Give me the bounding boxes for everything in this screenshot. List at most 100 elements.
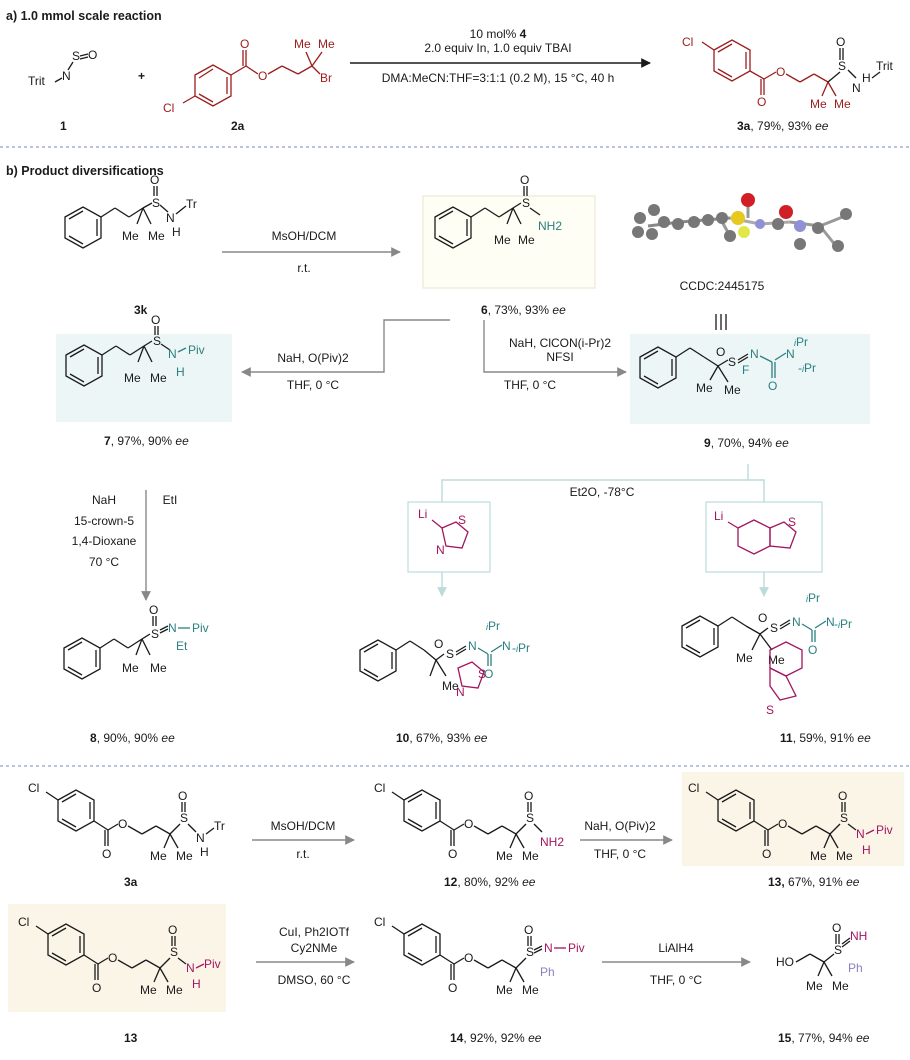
svg-text:THF, 0 °C: THF, 0 °C xyxy=(287,378,339,392)
svg-text:THF, 0 °C: THF, 0 °C xyxy=(504,378,556,392)
svg-text:O: O xyxy=(168,923,177,937)
svg-text:NH: NH xyxy=(850,929,867,943)
label-8: 8 xyxy=(90,731,97,745)
svg-text:Me: Me xyxy=(836,849,853,863)
svg-text:Me: Me xyxy=(810,97,827,111)
plus-sign: + xyxy=(138,69,145,83)
svg-text:O: O xyxy=(434,637,443,651)
label-11: 11 xyxy=(780,731,793,745)
section-b-title: b) Product diversifications xyxy=(6,164,164,178)
svg-text:S: S xyxy=(458,513,466,527)
svg-text:O: O xyxy=(150,173,159,187)
svg-text:N: N xyxy=(186,961,195,975)
svg-text:S: S xyxy=(180,811,188,825)
svg-text:Li: Li xyxy=(714,509,723,523)
svg-text:3a, 79%, 93% ee: 3a, 79%, 93% ee xyxy=(737,119,829,133)
svg-text:EtI: EtI xyxy=(163,493,178,507)
svg-text:Me: Me xyxy=(724,383,741,397)
svg-text:H: H xyxy=(192,977,201,991)
svg-text:N: N xyxy=(456,685,465,699)
label-2a: 2a xyxy=(231,119,245,133)
svg-text:O: O xyxy=(778,817,787,831)
compound-1: Trit N S O 1 xyxy=(28,48,97,133)
svg-text:O: O xyxy=(92,981,101,995)
reaction-arrow-14-15: LiAlH4 THF, 0 °C xyxy=(602,941,751,987)
svg-text:N: N xyxy=(436,543,445,557)
svg-text:H: H xyxy=(172,225,181,239)
svg-text:O: O xyxy=(118,817,127,831)
svg-text:N: N xyxy=(196,831,205,845)
reaction-arrow-7-8: NaH 15-crown-5 1,4-Dioxane 70 °C EtI xyxy=(72,490,178,601)
svg-text:S: S xyxy=(478,667,486,681)
reaction-arrow-3k-6: MsOH/DCM r.t. xyxy=(222,229,401,275)
svg-text:15, 77%, 94% ee: 15, 77%, 94% ee xyxy=(778,1031,870,1045)
svg-text:Me: Me xyxy=(150,849,167,863)
svg-text:O: O xyxy=(102,847,111,861)
svg-text:Et: Et xyxy=(176,639,188,653)
svg-text:-iPr: -iPr xyxy=(512,641,530,655)
svg-text:S: S xyxy=(526,945,534,959)
svg-text:Tr: Tr xyxy=(214,819,225,833)
label-6: 6 xyxy=(481,303,488,317)
svg-text:Piv: Piv xyxy=(876,823,893,837)
svg-text:Li: Li xyxy=(418,507,427,521)
svg-text:12, 80%, 92% ee: 12, 80%, 92% ee xyxy=(444,875,536,889)
svg-text:Me: Me xyxy=(768,653,785,667)
reaction-arrow-3a-12: MsOH/DCM r.t. xyxy=(252,819,355,861)
svg-text:S: S xyxy=(522,196,530,210)
svg-text:Me: Me xyxy=(834,97,851,111)
svg-text:Me: Me xyxy=(518,233,535,247)
svg-text:9, 70%, 94% ee: 9, 70%, 94% ee xyxy=(704,436,789,450)
svg-text:Cl: Cl xyxy=(163,101,174,115)
svg-text:S: S xyxy=(153,334,161,348)
svg-text:O: O xyxy=(716,345,725,359)
svg-text:Me: Me xyxy=(496,983,513,997)
svg-text:NaH, O(Piv)2: NaH, O(Piv)2 xyxy=(277,351,349,365)
reaction-arrow-13-14: CuI, Ph2IOTf Cy2NMe DMSO, 60 °C xyxy=(256,925,355,987)
svg-text:-iPr: -iPr xyxy=(798,361,816,375)
svg-text:THF, 0 °C: THF, 0 °C xyxy=(650,973,702,987)
svg-text:HO: HO xyxy=(776,955,794,969)
svg-text:Me: Me xyxy=(140,983,157,997)
compound-14: Cl O O Me Me S O N Piv Ph 14, 92%, 92% e… xyxy=(374,915,585,1045)
compound-3k: Me Me S O N H Tr 3k xyxy=(64,173,197,317)
svg-text:N: N xyxy=(786,347,795,361)
label-15: 15 xyxy=(778,1031,792,1045)
label-12: 12 xyxy=(444,875,458,889)
svg-text:Me: Me xyxy=(736,651,753,665)
reaction-arrow-a: 10 mol% 4 2.0 equiv In, 1.0 equiv TBAI D… xyxy=(350,27,651,85)
svg-text:N: N xyxy=(502,639,511,653)
reaction-arrow-12-13: NaH, O(Piv)2 THF, 0 °C xyxy=(580,819,673,861)
svg-text:13, 67%, 91% ee: 13, 67%, 91% ee xyxy=(768,875,860,889)
svg-text:Ph: Ph xyxy=(848,961,863,975)
svg-text:O: O xyxy=(758,611,767,625)
svg-text:Piv: Piv xyxy=(188,343,205,357)
svg-text:Me: Me xyxy=(696,381,713,395)
svg-text:Me: Me xyxy=(294,37,311,51)
svg-text:S: S xyxy=(72,49,80,63)
compound-13: Cl O O Me Me S O N H Piv 13, 67%, 91% ee xyxy=(688,781,893,889)
svg-text:Piv: Piv xyxy=(568,941,585,955)
svg-text:6, 73%, 93% ee: 6, 73%, 93% ee xyxy=(481,303,566,317)
svg-text:2.0 equiv In, 1.0 equiv TBAI: 2.0 equiv In, 1.0 equiv TBAI xyxy=(424,41,571,55)
ccdc-label: CCDC:2445175 xyxy=(680,279,765,293)
svg-text:Cl: Cl xyxy=(28,781,39,795)
svg-text:Me: Me xyxy=(806,979,823,993)
svg-text:N: N xyxy=(468,639,477,653)
svg-text:Me: Me xyxy=(832,979,849,993)
svg-text:Cl: Cl xyxy=(18,915,29,929)
svg-text:THF, 0 °C: THF, 0 °C xyxy=(594,847,646,861)
crystal-structure-image xyxy=(632,193,852,252)
svg-text:Cy2NMe: Cy2NMe xyxy=(291,941,338,955)
compound-11: Me Me S O N O N iPr -iPr S 11, 59%, 91% … xyxy=(681,591,871,745)
svg-text:O: O xyxy=(808,643,817,657)
svg-text:N: N xyxy=(166,211,175,225)
svg-text:Me: Me xyxy=(122,229,139,243)
svg-text:O: O xyxy=(108,951,117,965)
svg-text:Cl: Cl xyxy=(682,35,693,49)
section-a-title: a) 1.0 mmol scale reaction xyxy=(6,9,162,23)
label-3a: 3a xyxy=(737,119,751,133)
svg-text:Cl: Cl xyxy=(374,781,385,795)
svg-text:O: O xyxy=(524,923,533,937)
